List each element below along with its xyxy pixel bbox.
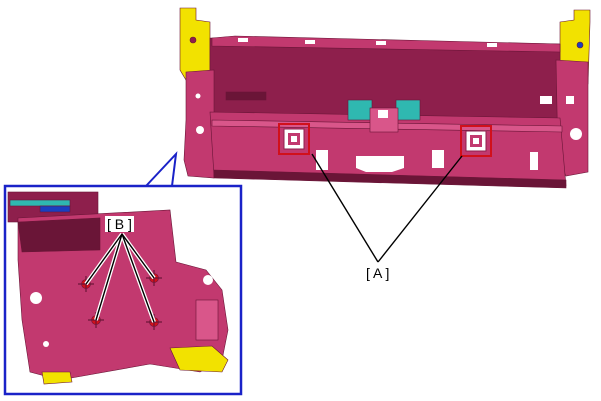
leader-line-b [95,233,123,321]
callout-label-b: [ B ] [105,216,134,232]
left-yellow-bracket [179,7,211,81]
detail-pointer [145,151,178,187]
front-cutout [432,150,444,168]
highlight-box-a-left [278,123,310,155]
leader-line-a [377,155,463,263]
leader-line-b [121,233,155,323]
center-slot [378,110,388,118]
detail-yellow-bracket [169,345,229,373]
callout-label-a: [ A ] [366,265,390,281]
front-cutout [530,152,538,170]
bracket-screw-left [189,36,197,44]
center-notch [356,156,404,172]
teal-part-left [347,99,373,121]
left-side-panel [183,69,215,179]
detail-mount-hole [43,341,49,347]
bracket-screw-right [576,41,584,49]
detail-side-tab [195,299,219,341]
detail-blue-strip [39,205,71,213]
leader-line-b [121,233,155,279]
top-slot [487,43,497,47]
detail-part-shadow [17,217,101,253]
rear-rib [225,91,267,101]
front-cutout [316,150,328,170]
detail-mount-hole [203,275,213,285]
top-slot [238,38,248,42]
front-bottom-edge [213,169,567,189]
magnified-detail-view [3,151,243,396]
detail-teal-strip [9,199,71,207]
teal-part-right [395,99,421,121]
leader-line-b [85,233,123,285]
top-slot [376,41,386,45]
main-assembly [179,7,591,263]
mount-hole [195,93,201,99]
top-slot [305,40,315,44]
mount-hole [566,96,574,104]
detail-yellow-bracket-2 [41,371,73,385]
rear-notch [540,96,552,104]
mount-hole [570,128,582,140]
leader-line-a [311,153,379,263]
highlight-box-a-right [460,125,492,157]
detail-mount-hole [30,292,42,304]
mount-hole [196,126,204,134]
